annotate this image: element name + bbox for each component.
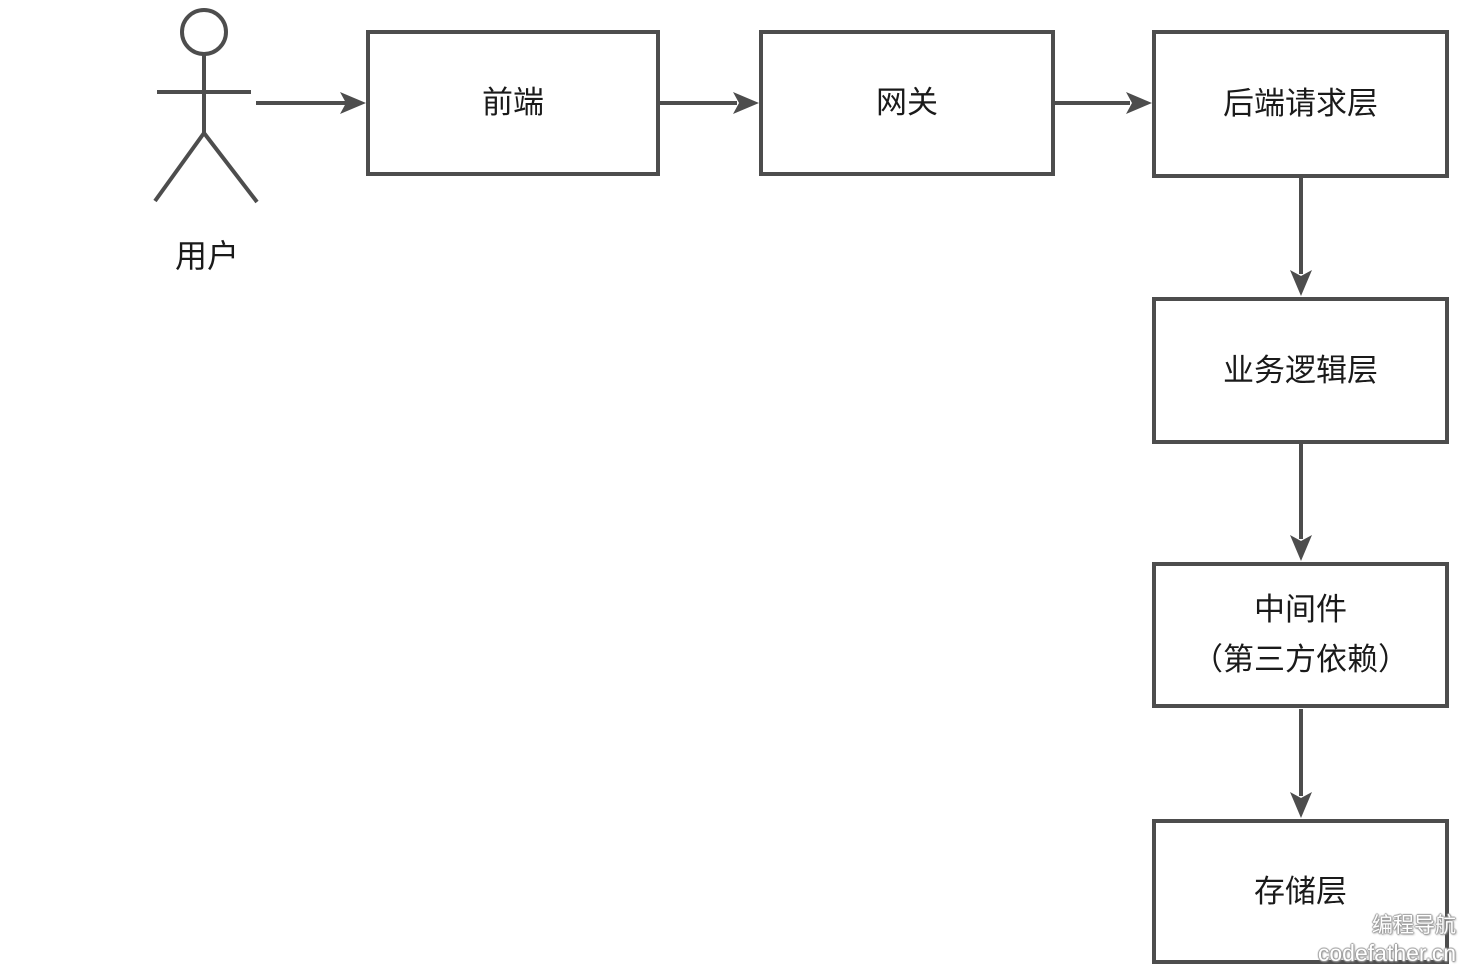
watermark-site-url: codefather.cn bbox=[1317, 940, 1456, 967]
arrow-user-to-frontend bbox=[256, 92, 366, 114]
watermark-brand-text: 编程导航 bbox=[1372, 914, 1456, 937]
node-middleware-label-line2: （第三方依赖） bbox=[1192, 642, 1409, 677]
arrow-backend-to-business bbox=[1290, 178, 1312, 296]
node-gateway: 网关 bbox=[759, 30, 1055, 176]
node-business-logic-layer-label: 业务逻辑层 bbox=[1223, 352, 1378, 388]
arrow-business-to-middleware bbox=[1290, 444, 1312, 561]
node-middleware-label-line1: 中间件 bbox=[1254, 592, 1347, 628]
user-actor-icon bbox=[153, 8, 259, 204]
node-gateway-label: 网关 bbox=[876, 85, 938, 121]
arrow-frontend-to-gateway bbox=[660, 92, 759, 114]
node-business-logic-layer: 业务逻辑层 bbox=[1152, 297, 1449, 444]
node-frontend: 前端 bbox=[366, 30, 660, 176]
node-backend-request-layer-label: 后端请求层 bbox=[1223, 86, 1378, 122]
node-storage-layer: 存储层 bbox=[1152, 819, 1449, 964]
node-storage-layer-label: 存储层 bbox=[1254, 873, 1347, 909]
node-middleware: 中间件 （第三方依赖） bbox=[1152, 562, 1449, 708]
node-frontend-label: 前端 bbox=[482, 85, 544, 121]
node-backend-request-layer: 后端请求层 bbox=[1152, 30, 1449, 178]
watermark: 编程导航 codefather.cn bbox=[1318, 913, 1456, 968]
arrow-gateway-to-backend bbox=[1055, 92, 1152, 114]
arrow-middleware-to-storage bbox=[1290, 709, 1312, 818]
actor-label-user: 用户 bbox=[174, 238, 239, 274]
